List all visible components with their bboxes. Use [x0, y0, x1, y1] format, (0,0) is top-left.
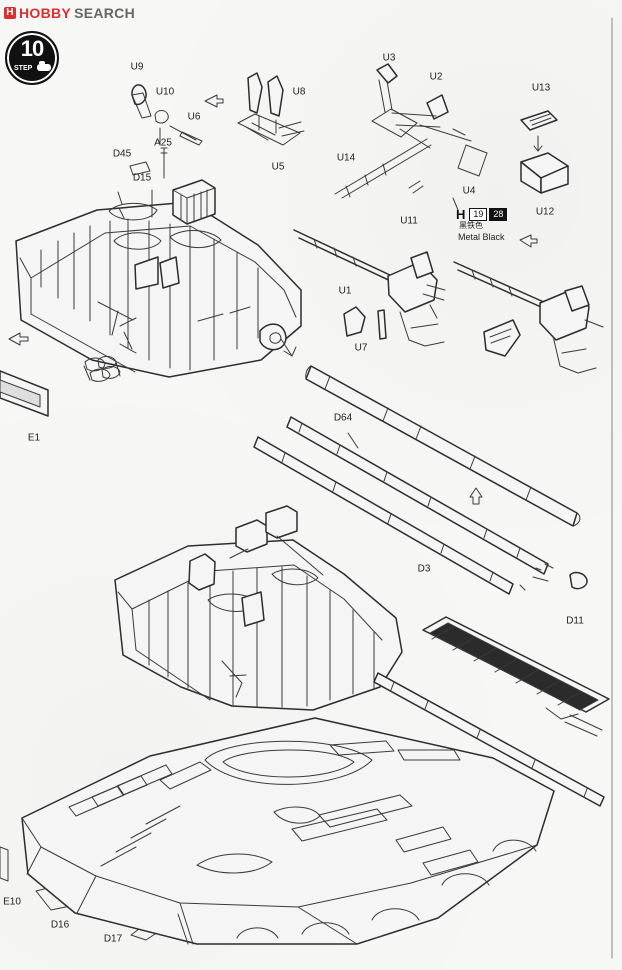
u13-u12-shield	[520, 110, 569, 194]
part-label-d64: D64	[333, 412, 353, 424]
part-label-u11: U11	[400, 215, 418, 227]
mounted-machine-guns	[293, 229, 604, 374]
part-label-d45: D45	[112, 148, 132, 160]
step-badge: 10 STEP	[5, 31, 59, 85]
side-parts	[0, 355, 159, 941]
lower-turret	[114, 505, 605, 807]
paint-color-callout: H 19 28	[456, 207, 508, 222]
part-label-u3: U3	[382, 52, 396, 64]
part-label-u13: U13	[531, 82, 551, 94]
part-label-u12: U12	[535, 206, 555, 218]
part-label-u14: U14	[336, 152, 356, 164]
upper-turret	[15, 161, 302, 378]
part-label-d11: D11	[566, 615, 584, 627]
paint-name-english: Metal Black	[458, 232, 505, 242]
part-label-d17: D17	[103, 933, 123, 945]
rear-grille	[422, 616, 610, 737]
watermark-search: SEARCH	[74, 5, 135, 21]
main-gun-barrels	[253, 338, 588, 595]
paint-letter: H	[456, 207, 466, 222]
part-label-u6: U6	[187, 111, 201, 123]
part-label-u8: U8	[292, 86, 306, 98]
watermark-badge: H	[4, 7, 16, 19]
part-label-d16: D16	[50, 919, 70, 931]
part-label-u7: U7	[354, 342, 368, 354]
paint-code-28: 28	[489, 208, 508, 221]
machine-gun-mount-top	[334, 63, 488, 211]
paint-code-19: 19	[469, 208, 488, 221]
part-label-e10: E10	[3, 896, 21, 908]
u8-u5-subassembly	[237, 72, 305, 146]
part-label-u1: U1	[338, 285, 352, 297]
tank-icon	[37, 61, 51, 71]
part-label-u2: U2	[429, 71, 443, 83]
u9-u10-u6-subassembly	[131, 84, 203, 173]
part-label-u4: U4	[462, 185, 476, 197]
watermark: H HOBBY SEARCH	[4, 5, 135, 21]
part-label-d15: D15	[132, 172, 152, 184]
watermark-brand: HOBBY	[19, 5, 72, 21]
part-label-d3: D3	[417, 563, 431, 575]
part-label-e1: E1	[27, 432, 41, 444]
part-label-u5: U5	[271, 161, 285, 173]
paint-name-chinese: 黑铁色	[459, 221, 483, 230]
step-number: 10	[20, 36, 44, 61]
step-word: STEP	[14, 65, 33, 72]
part-label-u10: U10	[155, 86, 175, 98]
part-label-u9: U9	[130, 61, 144, 73]
part-label-a25: A25	[154, 137, 172, 149]
tank-hull	[21, 717, 555, 945]
